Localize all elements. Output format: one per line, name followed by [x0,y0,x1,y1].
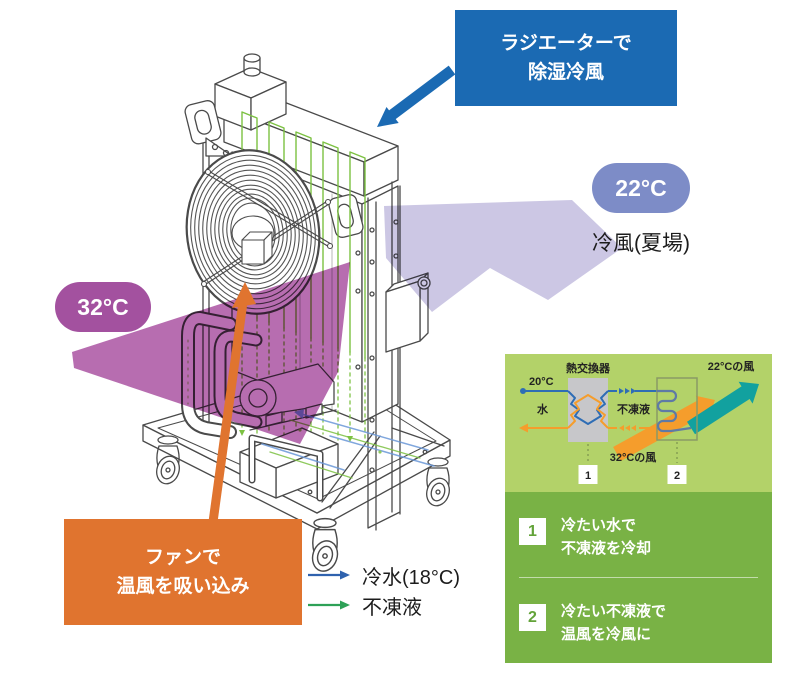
info-panel: 1 2 熱交換器 20°C 水 不凍液 22°Cの風 32°Cの風 1 冷たい水… [505,354,772,663]
cool-temp-badge: 22°C [592,163,690,213]
antifreeze-arrow-icon [308,600,350,610]
legend-item-antifreeze: 不凍液 [306,590,460,620]
tank-box-drawing [239,427,339,502]
warm-temp-badge: 32°C [55,282,151,332]
cool-temp-text: 22°C [615,174,667,201]
antifreeze-label: 不凍液 [617,402,651,416]
wind-out-label: 22°Cの風 [708,360,755,373]
water-label: 水 [537,402,549,416]
legend-label-antifreeze: 不凍液 [362,596,422,619]
cool-air-beam [384,200,622,312]
radiator-callout: ラジエーターで 除湿冷風 [455,10,677,106]
step-connectors [587,442,678,463]
caster-right [426,457,450,507]
water-temp-label: 20°C [529,376,554,388]
return-line [528,394,657,429]
step1-chip [578,465,598,484]
warm-temp-text: 32°C [77,293,129,320]
step2-chip [667,465,687,484]
caster-left [156,435,180,485]
step1-text: 冷たい水で 不凍液を冷却 [561,517,652,558]
return-flow-dashes [519,423,636,433]
heat-exchanger-label: 熱交換器 [566,361,611,375]
warm-wind-arrow [613,395,715,461]
cool-wind-arrow [687,381,759,435]
cold-water-arrow-icon [308,570,350,580]
legend: 冷水(18°C) 不凍液 [306,560,460,620]
fan-suction-arrow [208,282,256,523]
fan-callout-text: ファンで 温風を吸い込み [116,546,250,597]
step2-text: 冷たい不凍液で 温風を冷風に [561,603,667,644]
warm-air-beam [72,262,350,444]
step1-chip-num: 1 [585,470,591,482]
cooling-coil [656,389,692,433]
fan-drawing [185,149,334,315]
step-divider [519,577,758,578]
heat-exchange-diagram: 1 2 熱交換器 20°C 水 不凍液 22°Cの風 32°Cの風 [505,354,772,492]
legend-item-cold-water: 冷水(18°C) [306,560,460,590]
step2-chip-num: 2 [674,470,680,482]
cool-air-label: 冷風(夏場) [592,232,690,255]
explanation-panel: 1 冷たい水で 不凍液を冷却 2 冷たい不凍液で 温風を冷風に [505,492,772,663]
legend-label-cold-water: 冷水(18°C) [362,566,461,589]
caster-front [311,517,339,572]
cooling-coil-box [656,377,698,441]
wind-in-label: 32°Cの風 [610,451,657,464]
heat-exchange-diagram-svg: 1 2 熱交換器 20°C 水 不凍液 22°Cの風 32°Cの風 [519,360,759,484]
water-line [520,388,657,425]
radiator-callout-text: ラジエーターで 除湿冷風 [500,32,632,83]
heat-exchanger-block [568,378,608,442]
fan-callout: ファンで 温風を吸い込み [64,519,302,625]
radiator-callout-arrow [377,65,456,127]
step2-number: 2 [519,604,546,631]
water-flow-dashes [619,388,636,394]
step1-number: 1 [519,518,546,545]
